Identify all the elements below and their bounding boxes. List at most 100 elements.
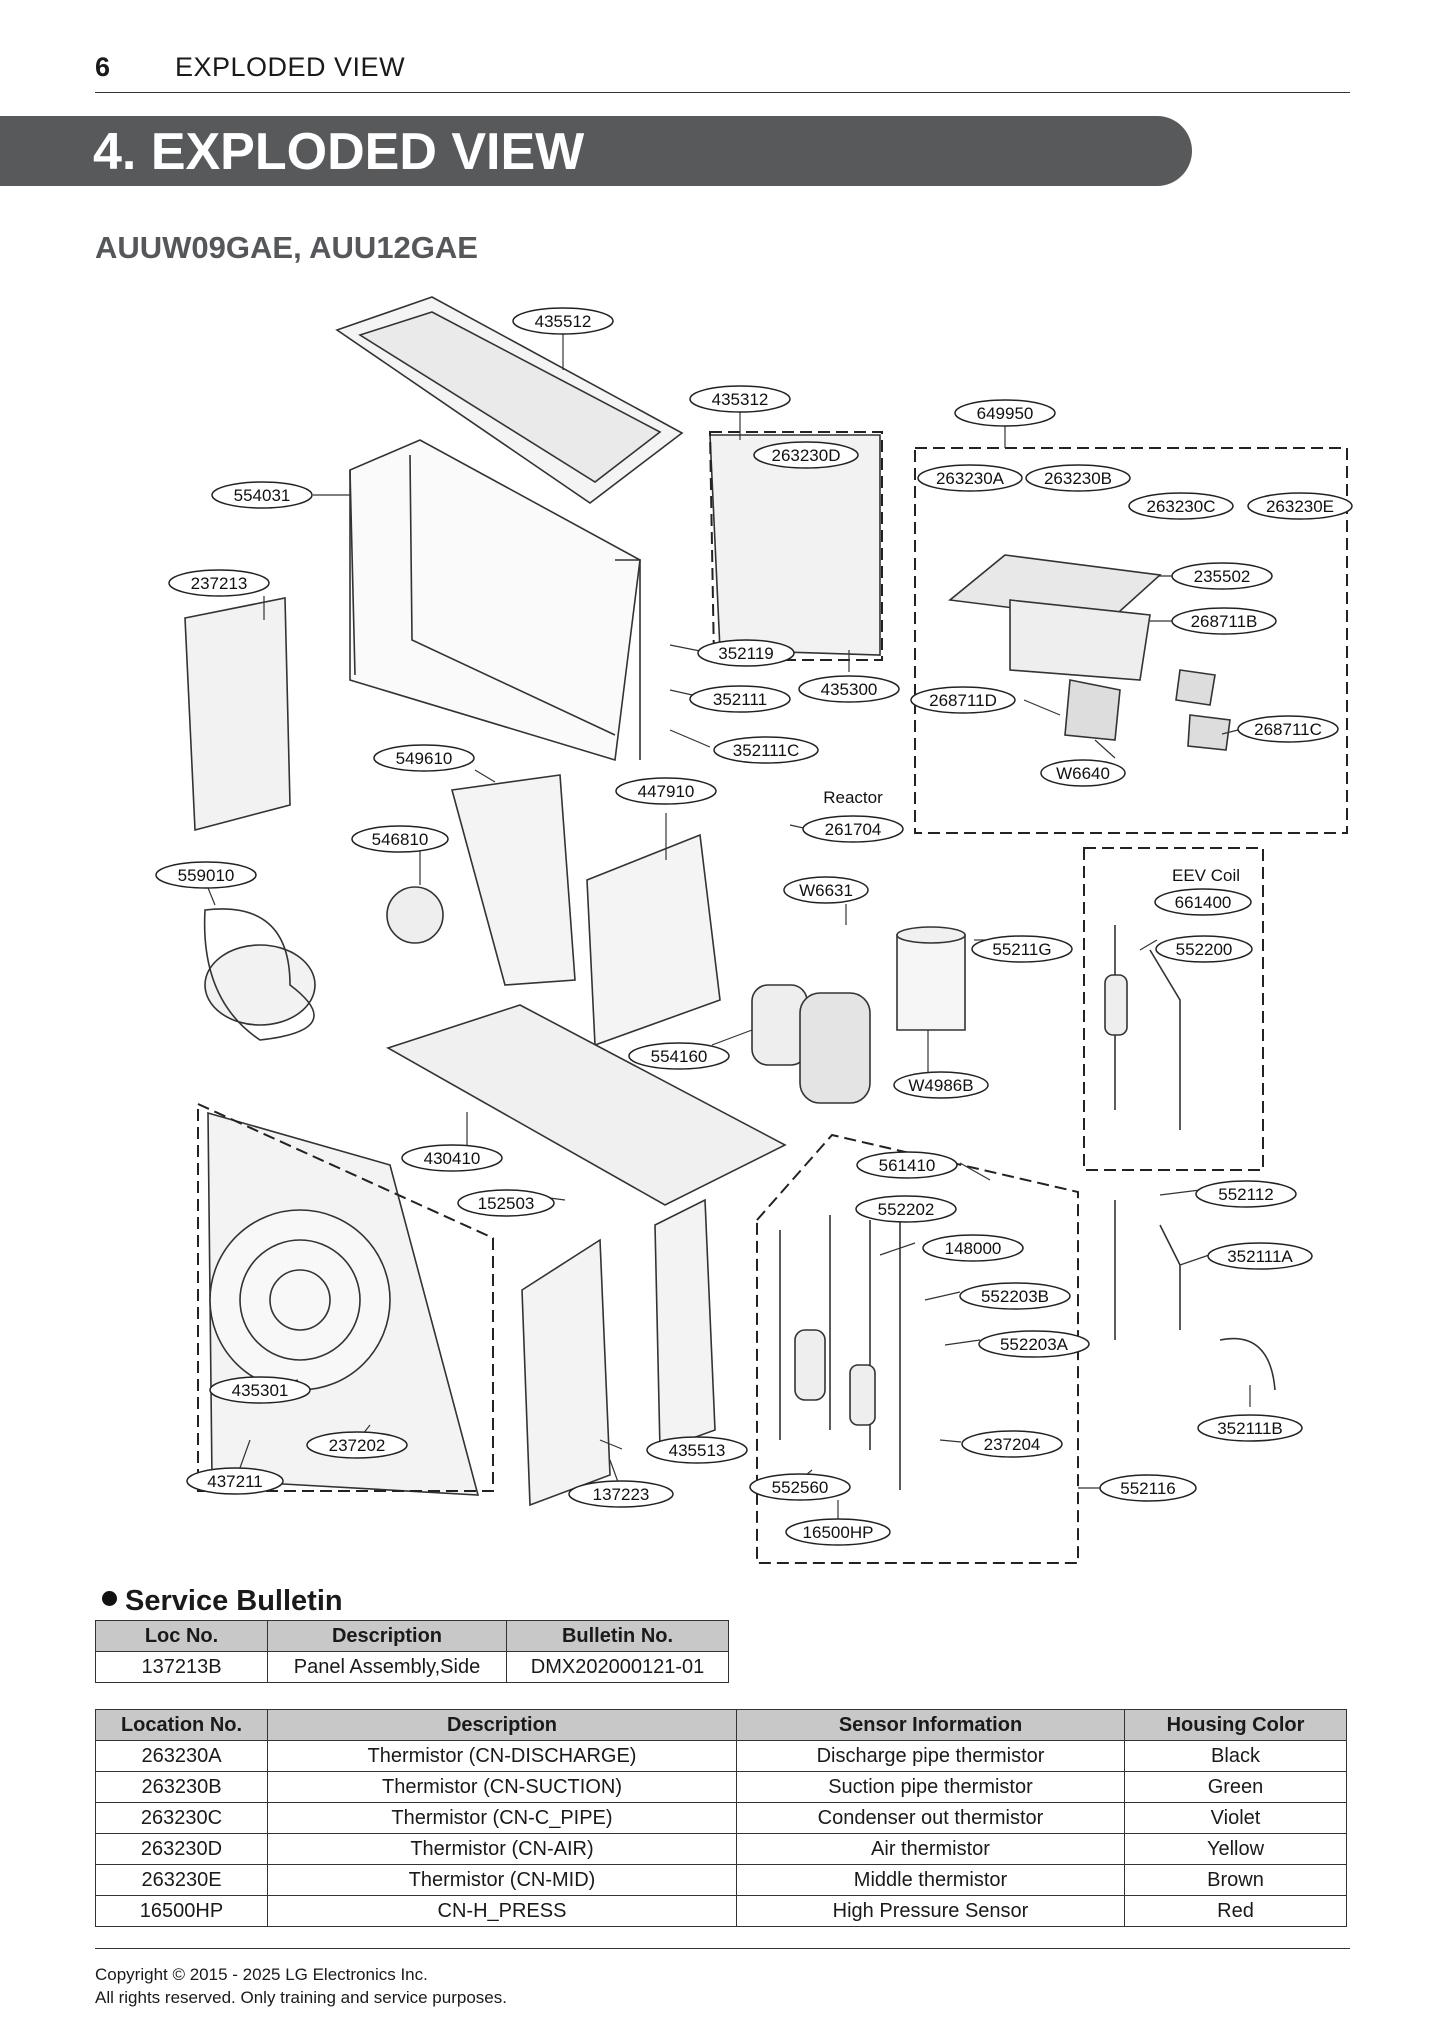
table-cell: 263230C (95, 1802, 268, 1834)
table-cell: Middle thermistor (736, 1864, 1125, 1896)
callout-237202: 237202 (329, 1436, 386, 1455)
callout-430410: 430410 (424, 1149, 481, 1168)
table-cell: 263230D (95, 1833, 268, 1865)
section-title: EXPLODED VIEW (175, 52, 406, 82)
column-header: Housing Color (1124, 1709, 1347, 1741)
callout-352111A: 352111A (1227, 1247, 1293, 1266)
parts-drawing (184, 296, 1276, 1507)
callout-549610: 549610 (396, 749, 453, 768)
callout-237213: 237213 (191, 574, 248, 593)
callout-552203B: 552203B (981, 1287, 1049, 1306)
callout-554031: 554031 (234, 486, 291, 505)
service-bulletin-title: Service Bulletin (125, 1585, 343, 1617)
callout-W6640: W6640 (1056, 764, 1110, 783)
table-cell: 137213B (95, 1651, 268, 1683)
callout-263230A: 263230A (936, 469, 1005, 488)
table-cell: Air thermistor (736, 1833, 1125, 1865)
callout-labels: 435512 435312 649950 263230D 263230A 263… (178, 312, 1334, 1542)
column-header: Bulletin No. (506, 1620, 729, 1652)
table-cell: Thermistor (CN-AIR) (267, 1833, 737, 1865)
reactor-label: Reactor (823, 788, 883, 807)
callout-152503: 152503 (478, 1194, 535, 1213)
callout-16500HP: 16500HP (803, 1523, 874, 1542)
table-cell: DMX202000121-01 (506, 1651, 729, 1683)
callout-546810: 546810 (372, 830, 429, 849)
table-cell: Thermistor (CN-SUCTION) (267, 1771, 737, 1803)
callout-352111B: 352111B (1217, 1419, 1283, 1438)
table-row: 137213B Panel Assembly,Side DMX202000121… (95, 1651, 729, 1683)
callout-352111: 352111 (713, 690, 767, 709)
column-header: Location No. (95, 1709, 268, 1741)
page-footer: Copyright © 2015 - 2025 LG Electronics I… (95, 1948, 1350, 2009)
table-cell: 263230B (95, 1771, 268, 1803)
callout-55211G: 55211G (992, 940, 1051, 959)
callout-261704: 261704 (825, 820, 882, 839)
callout-237204: 237204 (984, 1435, 1041, 1454)
table-cell: Black (1124, 1740, 1347, 1772)
model-title: AUUW09GAE, AUU12GAE (95, 230, 478, 265)
service-bulletin-table: Loc No. Description Bulletin No. 137213B… (95, 1620, 729, 1683)
callout-552560: 552560 (772, 1478, 829, 1497)
table-cell: Discharge pipe thermistor (736, 1740, 1125, 1772)
callout-148000: 148000 (945, 1239, 1002, 1258)
table-cell: Thermistor (CN-DISCHARGE) (267, 1740, 737, 1772)
service-bulletin-heading: Service Bulletin (102, 1585, 343, 1618)
page-header: 6 EXPLODED VIEW (95, 50, 1350, 93)
callout-552112: 552112 (1218, 1185, 1273, 1204)
callout-263230D: 263230D (771, 446, 840, 465)
callout-435312: 435312 (712, 390, 769, 409)
table-cell: Green (1124, 1771, 1347, 1803)
callout-447910: 447910 (638, 782, 695, 801)
table-cell: 263230E (95, 1864, 268, 1896)
callout-268711C: 268711C (1254, 720, 1322, 739)
table-cell: Condenser out thermistor (736, 1802, 1125, 1834)
exploded-view-diagram: 435512 435312 649950 263230D 263230A 263… (155, 296, 1353, 1564)
callout-435301: 435301 (232, 1381, 289, 1400)
table-header-row: Location No. Description Sensor Informat… (95, 1709, 1347, 1741)
table-cell: Suction pipe thermistor (736, 1771, 1125, 1803)
callout-649950: 649950 (977, 404, 1034, 423)
callout-554160: 554160 (651, 1047, 708, 1066)
callout-435300: 435300 (821, 680, 878, 699)
callout-435513: 435513 (669, 1441, 726, 1460)
callout-552202: 552202 (878, 1200, 935, 1219)
callout-137223: 137223 (593, 1485, 650, 1504)
callout-561410: 561410 (879, 1156, 936, 1175)
column-header: Loc No. (95, 1620, 268, 1652)
bullet-icon (102, 1591, 117, 1606)
table-cell: CN-H_PRESS (267, 1895, 737, 1927)
chapter-title: 4. EXPLODED VIEW (93, 123, 585, 181)
sensor-table: Location No. Description Sensor Informat… (95, 1709, 1347, 1927)
table-cell: 16500HP (95, 1895, 268, 1927)
table-row: 263230A Thermistor (CN-DISCHARGE) Discha… (95, 1740, 1347, 1772)
table-cell: Panel Assembly,Side (267, 1651, 507, 1683)
callout-552200: 552200 (1176, 940, 1233, 959)
table-row: 263230B Thermistor (CN-SUCTION) Suction … (95, 1771, 1347, 1803)
chapter-banner: 4. EXPLODED VIEW (0, 116, 1192, 186)
eev-coil-label: EEV Coil (1172, 866, 1240, 885)
table-cell: Red (1124, 1895, 1347, 1927)
table-row: 263230E Thermistor (CN-MID) Middle therm… (95, 1864, 1347, 1896)
table-row: 263230C Thermistor (CN-C_PIPE) Condenser… (95, 1802, 1347, 1834)
rights-text: All rights reserved. Only training and s… (95, 1988, 507, 2007)
callout-552116: 552116 (1120, 1479, 1175, 1498)
callout-435512: 435512 (535, 312, 592, 331)
column-header: Description (267, 1709, 737, 1741)
table-cell: Thermistor (CN-MID) (267, 1864, 737, 1896)
table-row: 16500HP CN-H_PRESS High Pressure Sensor … (95, 1895, 1347, 1927)
table-cell: Violet (1124, 1802, 1347, 1834)
table-cell: Brown (1124, 1864, 1347, 1896)
table-cell: Thermistor (CN-C_PIPE) (267, 1802, 737, 1834)
table-header-row: Loc No. Description Bulletin No. (95, 1620, 729, 1652)
page-number: 6 (95, 52, 111, 82)
callout-352111C: 352111C (733, 741, 799, 760)
callout-437211: 437211 (207, 1472, 262, 1491)
callout-ellipses (155, 307, 1353, 1546)
column-header: Sensor Information (736, 1709, 1125, 1741)
callout-263230E: 263230E (1266, 497, 1334, 516)
table-cell: 263230A (95, 1740, 268, 1772)
column-header: Description (267, 1620, 507, 1652)
callout-263230B: 263230B (1044, 469, 1112, 488)
table-cell: Yellow (1124, 1833, 1347, 1865)
copyright-text: Copyright © 2015 - 2025 LG Electronics I… (95, 1965, 428, 1984)
